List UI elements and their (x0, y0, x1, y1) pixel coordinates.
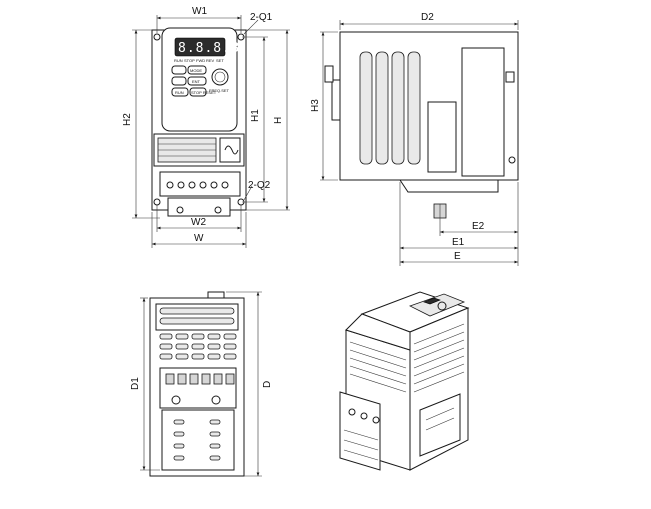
dim-e: E (454, 251, 461, 262)
dim-w: W (194, 233, 204, 244)
run-key-label: RUN (175, 90, 184, 95)
enter-key-label: ENT (192, 79, 201, 84)
iso-terminals (348, 408, 380, 424)
dim-d2: D2 (421, 12, 434, 23)
isometric-view (339, 291, 470, 471)
mode-key[interactable] (187, 65, 207, 75)
dim-h1: H1 (250, 109, 261, 122)
front-view: 8.8.8.8.8 RUN STOP FWD REV SET MODE ENT … (122, 6, 290, 248)
iso-vents (349, 323, 465, 393)
bottom-view: D1 D (130, 291, 273, 477)
dim-w1: W1 (192, 6, 207, 17)
lcd-digits: 8.8.8.8.8 (178, 41, 257, 56)
stop-reset-key[interactable] (189, 87, 207, 97)
mount-hole-top-left (153, 33, 161, 41)
indicator-fwd: FWD (196, 58, 205, 63)
down-key[interactable] (171, 76, 187, 86)
bottom-bracket (161, 409, 235, 471)
dim-q2: 2-Q2 (248, 180, 271, 191)
bottom-bracket-slots (173, 419, 221, 461)
dim-h3: H3 (310, 99, 321, 112)
side-clip (505, 71, 515, 83)
dim-h2: H2 (122, 113, 133, 126)
mode-key-label: MODE (190, 68, 202, 73)
warning-label (219, 137, 241, 163)
side-knob (324, 65, 334, 83)
up-key[interactable] (171, 65, 187, 75)
side-panel-recess (427, 101, 457, 173)
dim-q1: 2-Q1 (250, 12, 273, 23)
side-keypad-edge (331, 79, 341, 121)
iso-keypad (408, 293, 466, 317)
bottom-vent-slots (159, 333, 237, 360)
side-view: D2 H3 E2 E1 E (310, 12, 519, 266)
enter-key[interactable] (187, 76, 207, 86)
freq-set-knob[interactable] (211, 68, 229, 86)
dim-d1: D1 (130, 377, 141, 390)
freq-set-label: FREQ.SET (209, 88, 230, 93)
ground-bracket (167, 197, 231, 217)
logo-mark (224, 145, 239, 155)
dim-e2: E2 (472, 221, 485, 232)
freq-knob-inner (214, 71, 226, 83)
side-vents (359, 51, 421, 165)
indicator-stop: STOP (184, 58, 195, 63)
side-rear-cover (461, 47, 505, 177)
side-bottom-bracket (399, 179, 499, 193)
bottom-terminal-slots (165, 373, 235, 385)
lcd-display (174, 37, 226, 57)
indicator-set: SET (216, 58, 224, 63)
bottom-top-tab (207, 291, 225, 299)
dim-d: D (262, 381, 273, 388)
terminal-screws (166, 181, 229, 189)
stop-key-label: STOP RESET (191, 90, 217, 95)
iso-bracket (339, 391, 381, 471)
indicator-rev: REV (206, 58, 215, 63)
dim-e1: E1 (452, 237, 465, 248)
dim-w2: W2 (191, 217, 206, 228)
run-key[interactable] (171, 87, 189, 97)
indicator-run: RUN (174, 58, 183, 63)
dim-h: H (273, 117, 284, 124)
